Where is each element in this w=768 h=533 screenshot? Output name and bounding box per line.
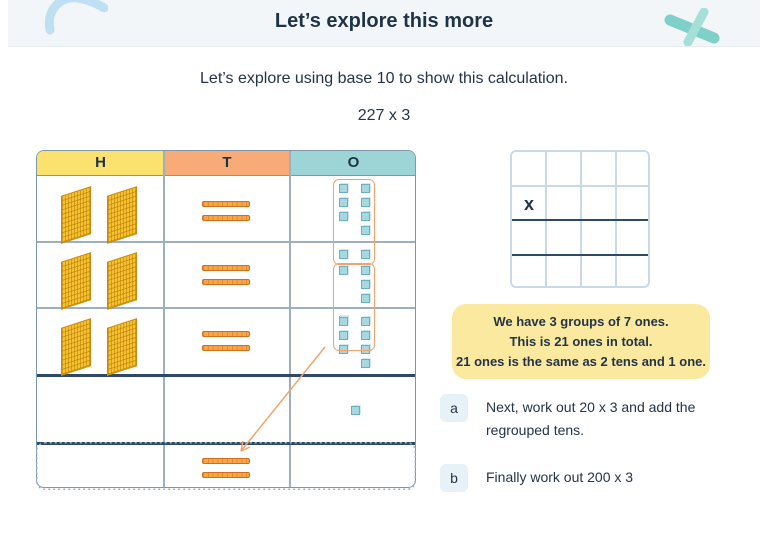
grid-line — [512, 185, 648, 187]
decorative-cross-icon — [664, 8, 724, 46]
question-b-badge[interactable]: b — [440, 464, 468, 492]
note-line: We have 3 groups of 7 ones. — [452, 312, 710, 332]
question-a-line: Next, work out 20 x 3 and add the — [486, 396, 695, 419]
regroup-arrow-icon — [37, 151, 416, 488]
multiply-sign: x — [524, 194, 534, 215]
note-line: This is 21 ones in total. — [452, 332, 710, 352]
question-b-text: Finally work out 200 x 3 — [486, 466, 633, 489]
place-value-table: H T O — [36, 150, 416, 488]
calculation-text: 227 x 3 — [0, 107, 768, 125]
question-a-line: regrouped tens. — [486, 419, 695, 442]
explanation-note: We have 3 groups of 7 ones. This is 21 o… — [452, 304, 710, 379]
header-bar: Let’s explore this more — [8, 0, 760, 47]
grid-line — [512, 219, 648, 221]
column-method-grid: x — [510, 150, 650, 288]
dotted-row-border — [36, 442, 416, 490]
question-a-badge[interactable]: a — [440, 394, 468, 422]
note-line: 21 ones is the same as 2 tens and 1 one. — [452, 352, 710, 372]
question-a-text: Next, work out 20 x 3 and add the regrou… — [486, 396, 695, 442]
page-title: Let’s explore this more — [8, 10, 760, 33]
intro-text: Let’s explore using base 10 to show this… — [0, 70, 768, 88]
grid-line — [512, 254, 648, 256]
